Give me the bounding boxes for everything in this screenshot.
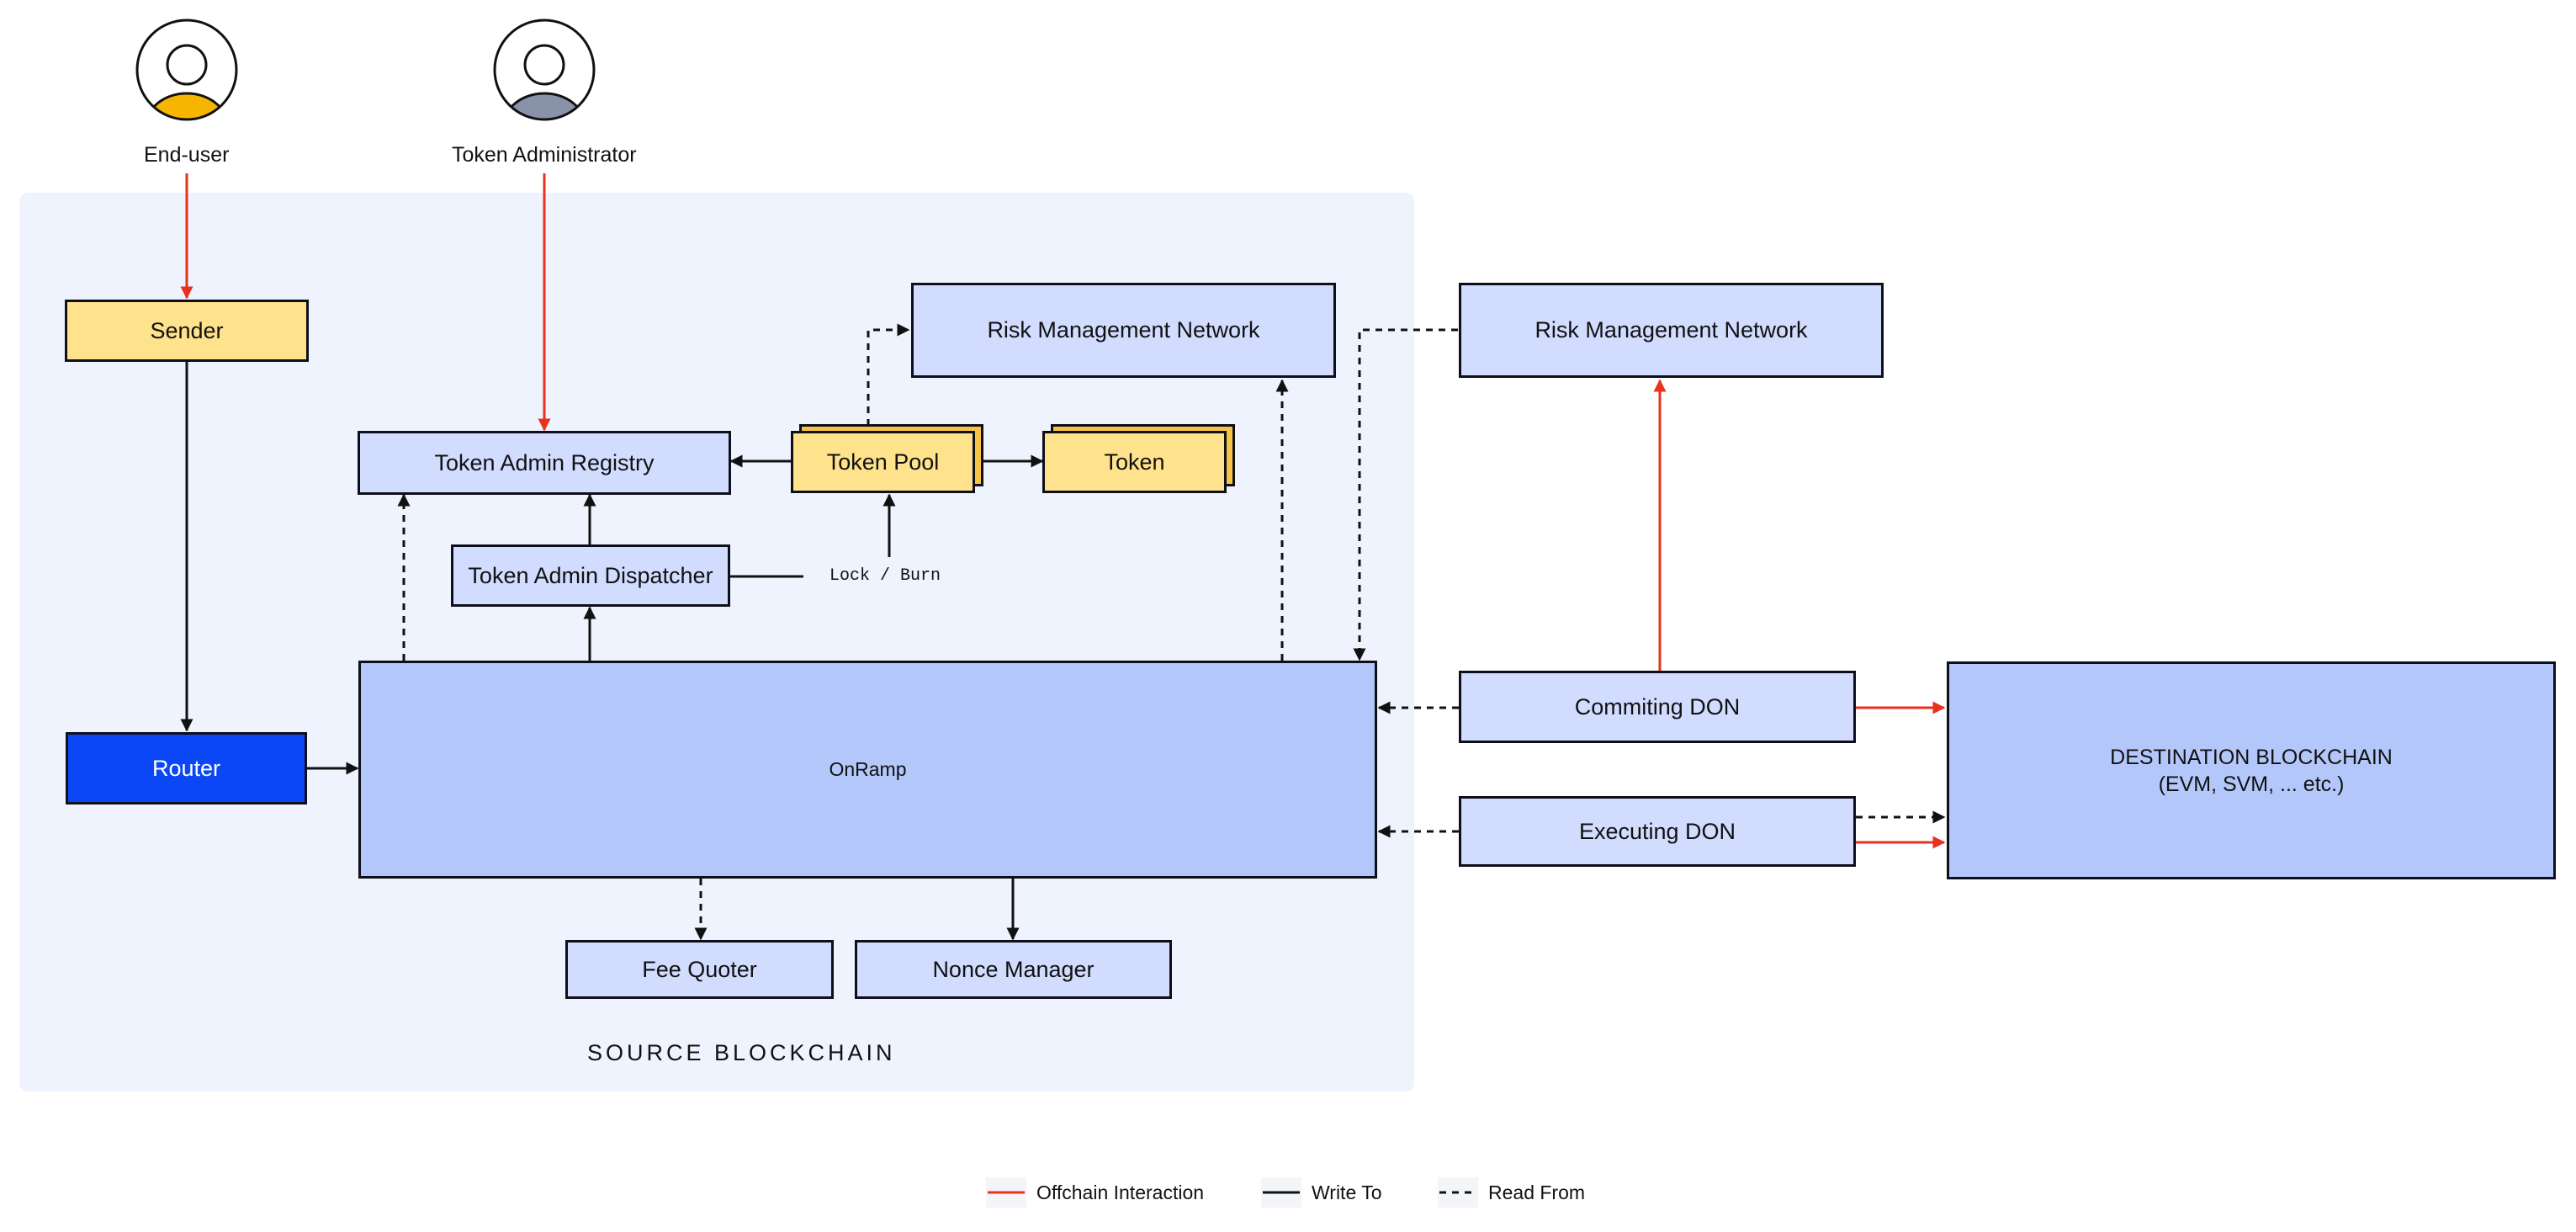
nonce-manager-node[interactable]: Nonce Manager bbox=[855, 940, 1172, 999]
token-pool-node[interactable]: Token Pool bbox=[791, 431, 975, 493]
fee-quoter-node[interactable]: Fee Quoter bbox=[565, 940, 834, 999]
legend-write: Write To bbox=[1261, 1177, 1382, 1208]
legend-read-label: Read From bbox=[1488, 1181, 1586, 1203]
offchain-risk-management-node[interactable]: Risk Management Network bbox=[1459, 283, 1884, 378]
legend-write-swatch bbox=[1261, 1177, 1301, 1208]
token-admin-dispatcher-node[interactable]: Token Admin Dispatcher bbox=[451, 544, 730, 607]
end-user-avatar-icon bbox=[135, 19, 238, 121]
destination-title: DESTINATION BLOCKCHAIN bbox=[2110, 745, 2393, 769]
source-blockchain-title: SOURCE BLOCKCHAIN bbox=[587, 1040, 896, 1065]
router-node[interactable]: Router bbox=[66, 732, 307, 805]
token-admin-registry-node[interactable]: Token Admin Registry bbox=[358, 431, 731, 495]
token-administrator-avatar-icon bbox=[493, 19, 596, 121]
legend-write-label: Write To bbox=[1312, 1181, 1382, 1203]
token-administrator-label: Token Administrator bbox=[452, 143, 637, 167]
legend-offchain: Offchain Interaction bbox=[986, 1177, 1204, 1208]
end-user-label: End-user bbox=[144, 143, 230, 167]
executing-don-node[interactable]: Executing DON bbox=[1459, 796, 1856, 867]
legend-read-swatch bbox=[1438, 1177, 1478, 1208]
source-risk-management-node[interactable]: Risk Management Network bbox=[911, 283, 1336, 378]
legend-offchain-swatch bbox=[986, 1177, 1026, 1208]
legend-offchain-label: Offchain Interaction bbox=[1036, 1181, 1205, 1203]
lock-burn-label: Lock / Burn bbox=[830, 566, 941, 586]
offchain-risk-to-onramp-read bbox=[1353, 328, 1458, 661]
token-node[interactable]: Token bbox=[1042, 431, 1227, 493]
pool-to-risk-read bbox=[867, 323, 910, 426]
committing-don-node[interactable]: Commiting DON bbox=[1459, 671, 1856, 743]
destination-blockchain-node[interactable]: DESTINATION BLOCKCHAIN (EVM, SVM, ... et… bbox=[1947, 661, 2556, 879]
sender-node[interactable]: Sender bbox=[65, 300, 309, 362]
legend-read: Read From bbox=[1438, 1177, 1585, 1208]
destination-subtitle: (EVM, SVM, ... etc.) bbox=[2158, 772, 2345, 796]
onramp-node[interactable]: OnRamp bbox=[358, 661, 1377, 879]
